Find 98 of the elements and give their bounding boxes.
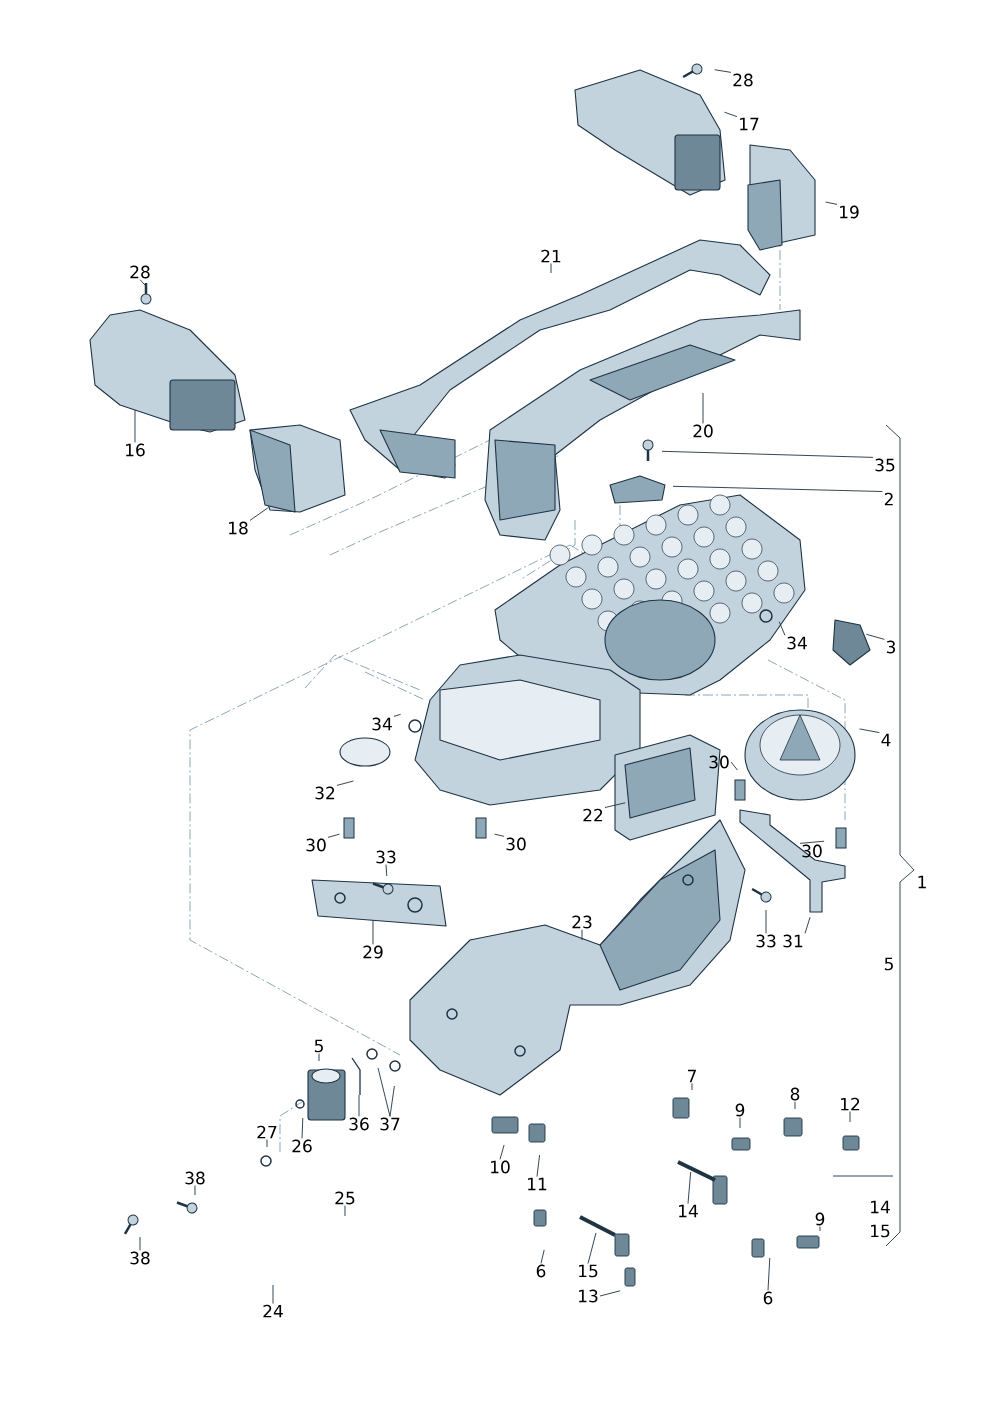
leader-line bbox=[799, 840, 825, 844]
leader-line bbox=[393, 713, 402, 717]
callout-number: 38 bbox=[130, 1251, 150, 1265]
callout-number: 29 bbox=[363, 945, 383, 959]
leader-line bbox=[139, 279, 146, 286]
callout-number: 30 bbox=[506, 837, 526, 851]
callout-number: 18 bbox=[229, 521, 248, 535]
leader-line bbox=[714, 69, 732, 73]
leader-line bbox=[358, 1094, 360, 1117]
callout-number: 10 bbox=[491, 1160, 510, 1174]
leader-line bbox=[318, 1053, 320, 1062]
leader-line bbox=[336, 780, 354, 786]
bracket-label: 5 bbox=[884, 957, 893, 971]
leader-line bbox=[687, 1171, 692, 1205]
leader-line bbox=[724, 111, 738, 118]
callout-number: 30 bbox=[709, 755, 729, 769]
callout-number: 22 bbox=[583, 808, 603, 822]
leader-line bbox=[389, 1085, 395, 1117]
leader-line bbox=[550, 263, 552, 274]
leader-line bbox=[599, 1290, 621, 1297]
leader-line bbox=[794, 1101, 796, 1110]
leader-line bbox=[865, 633, 885, 640]
leader-line bbox=[372, 919, 374, 945]
leader-line bbox=[859, 728, 880, 734]
callout-number: 2 bbox=[884, 492, 893, 506]
callout-number: 5 bbox=[314, 1039, 323, 1053]
leader-line bbox=[540, 1249, 545, 1264]
callout-number: 34 bbox=[372, 717, 392, 731]
callout-number: 27 bbox=[257, 1125, 277, 1139]
leader-line bbox=[765, 909, 767, 934]
callout-number: 21 bbox=[541, 249, 561, 263]
callout-number: 15 bbox=[871, 1224, 890, 1238]
leader-line bbox=[377, 1067, 391, 1117]
callout-number: 8 bbox=[790, 1087, 800, 1101]
callout-number: 12 bbox=[841, 1097, 860, 1111]
leader-line bbox=[661, 450, 874, 458]
callout-number: 15 bbox=[579, 1264, 598, 1278]
leader-line bbox=[494, 833, 505, 837]
callout-number: 6 bbox=[536, 1264, 546, 1278]
leader-line bbox=[819, 1226, 821, 1232]
callout-number: 3 bbox=[886, 640, 896, 654]
leader-line bbox=[849, 1111, 851, 1123]
callout-number: 30 bbox=[306, 838, 326, 852]
callout-number: 9 bbox=[735, 1103, 745, 1117]
leader-line bbox=[499, 1144, 505, 1160]
callout-number: 7 bbox=[688, 1069, 696, 1083]
leader-line bbox=[134, 409, 136, 443]
callout-number: 28 bbox=[130, 265, 150, 279]
leader-line bbox=[249, 507, 269, 521]
callout-number: 34 bbox=[787, 636, 807, 650]
leader-line bbox=[730, 761, 738, 771]
leader-line bbox=[832, 1175, 894, 1177]
callout-number: 9 bbox=[815, 1212, 825, 1226]
callout-number: 37 bbox=[380, 1117, 400, 1131]
leader-line bbox=[702, 392, 704, 424]
leader-line bbox=[804, 916, 811, 934]
callout-number: 36 bbox=[349, 1117, 369, 1131]
leader-line bbox=[344, 1205, 346, 1217]
callout-number: 6 bbox=[763, 1291, 773, 1305]
leader-line bbox=[139, 1236, 141, 1251]
callout-number: 11 bbox=[528, 1177, 547, 1191]
leader-line bbox=[272, 1284, 274, 1304]
bracket-label: 1 bbox=[918, 875, 926, 889]
callout-number: 17 bbox=[740, 117, 759, 131]
leader-line bbox=[691, 1082, 693, 1091]
leader-line bbox=[581, 929, 583, 941]
leader-line bbox=[767, 1257, 771, 1291]
leader-line bbox=[301, 1117, 304, 1139]
leader-line bbox=[194, 1185, 196, 1196]
leader-line bbox=[825, 201, 838, 205]
callout-number: 26 bbox=[292, 1139, 312, 1153]
callout-number: 33 bbox=[376, 850, 396, 864]
callout-number: 28 bbox=[733, 73, 753, 87]
callout-number: 30 bbox=[802, 844, 822, 858]
callout-number: 19 bbox=[840, 205, 859, 219]
callout-number: 32 bbox=[315, 786, 335, 800]
leader-line bbox=[739, 1117, 741, 1129]
callout-number: 24 bbox=[263, 1304, 283, 1318]
callout-number: 20 bbox=[693, 424, 713, 438]
callout-number: 16 bbox=[126, 443, 145, 457]
leader-line bbox=[327, 833, 340, 838]
leader-line bbox=[266, 1139, 268, 1148]
callout-number: 14 bbox=[679, 1204, 698, 1218]
leader-line bbox=[778, 621, 786, 636]
leader-line bbox=[587, 1232, 597, 1264]
callout-number: 13 bbox=[579, 1289, 598, 1303]
callout-number: 35 bbox=[875, 458, 895, 472]
leader-line bbox=[536, 1154, 541, 1178]
leader-line bbox=[385, 864, 388, 877]
callout-number: 14 bbox=[871, 1200, 890, 1214]
callout-number: 4 bbox=[881, 733, 891, 747]
callout-number: 33 bbox=[756, 934, 776, 948]
leader-line bbox=[672, 485, 883, 492]
leader-line bbox=[604, 802, 626, 808]
callout-number: 31 bbox=[783, 934, 803, 948]
callout-number: 23 bbox=[572, 915, 592, 929]
callout-number: 38 bbox=[185, 1171, 205, 1185]
callout-number: 25 bbox=[335, 1191, 355, 1205]
